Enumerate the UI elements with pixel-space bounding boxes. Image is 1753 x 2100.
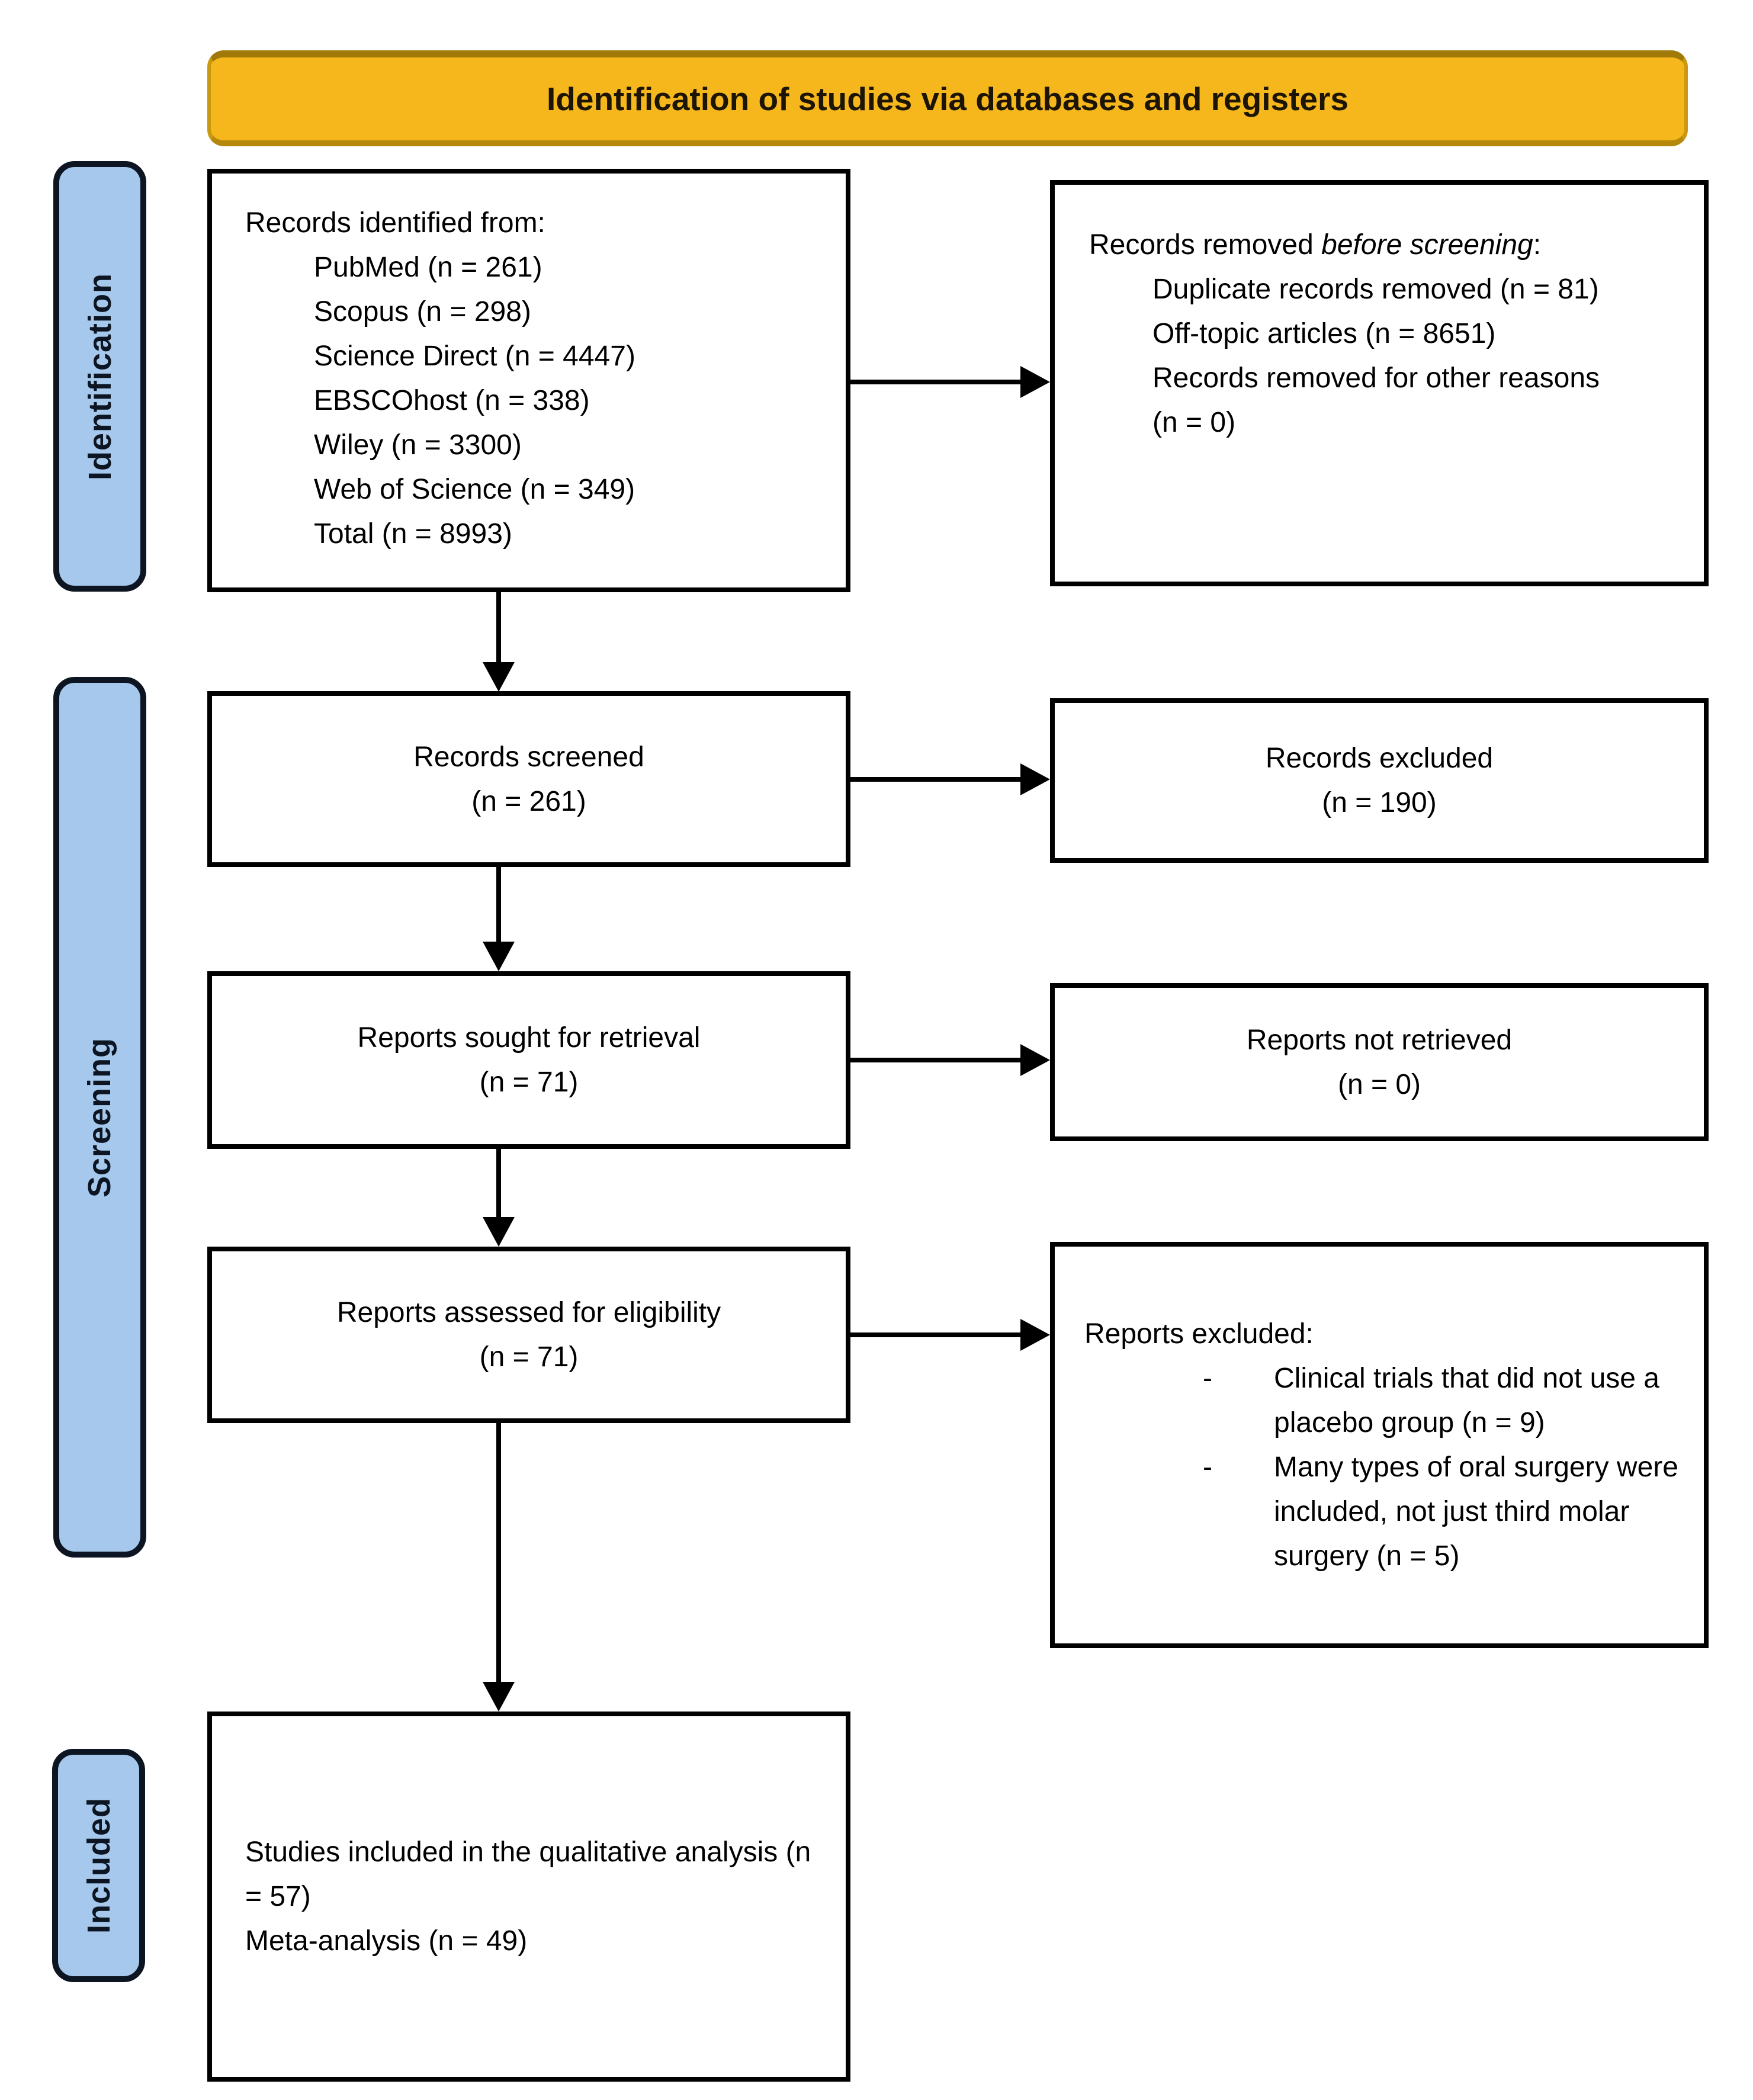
arrow-shaft [496,867,501,943]
reports-not-retrieved-line1: Reports not retrieved [1246,1024,1513,1056]
records-excluded-line1: Records excluded [1265,743,1494,774]
arrow-shaft [496,1423,501,1683]
records-removed-heading: Records removed before screening: [1089,223,1575,267]
records-removed-item: Off-topic articles (n = 8651) [1152,318,1496,349]
arrow-shaft [496,592,501,664]
stage-screening-label: Screening [82,1037,118,1197]
records-screened-line2: (n = 261) [471,785,586,817]
records-removed-heading-pre: Records removed [1089,229,1322,261]
reports-excluded-item: - Many types of oral surgery were includ… [1203,1445,1700,1578]
records-removed-item: Records removed for other reasons (n = 0… [1152,362,1600,438]
reports-excluded-heading: Reports excluded: [1084,1318,1314,1350]
studies-included-line1: Studies included in the qualitative anal… [245,1836,811,1912]
records-removed-item: Duplicate records removed (n = 81) [1152,274,1599,305]
box-records-screened: Records screened (n = 261) [207,691,850,867]
dash-bullet: - [1203,1363,1212,1394]
arrow-head-right-icon [1020,366,1050,398]
arrow-right-screened-to-excluded [850,763,1050,795]
reports-assessed-line1: Reports assessed for eligibility [336,1297,721,1328]
box-reports-assessed: Reports assessed for eligibility (n = 71… [207,1247,850,1423]
dash-bullet: - [1203,1452,1212,1483]
reports-sought-line2: (n = 71) [479,1067,579,1098]
reports-sought-line1: Reports sought for retrieval [357,1022,701,1054]
records-identified-item: Web of Science (n = 349) [314,474,635,505]
box-reports-excluded: Reports excluded: - Clinical trials that… [1050,1242,1709,1648]
arrow-right-sought-to-notretrieved [850,1044,1050,1076]
records-identified-item: Wiley (n = 3300) [314,429,522,461]
arrow-head-down-icon [483,942,515,971]
records-excluded-line2: (n = 190) [1322,787,1437,818]
box-records-identified: Records identified from: PubMed (n = 261… [207,169,850,592]
studies-included-line2: Meta-analysis (n = 49) [245,1925,528,1957]
arrow-right-assessed-to-reportsexcluded [850,1319,1050,1351]
stage-identification-label: Identification [82,272,118,480]
box-records-removed: Records removed before screening: Duplic… [1050,180,1709,586]
arrow-shaft [850,1332,1022,1337]
reports-excluded-item-text: Many types of oral surgery were included… [1274,1452,1678,1572]
arrow-shaft [850,777,1022,782]
arrow-head-down-icon [483,1682,515,1712]
stage-included: Included [52,1749,145,1982]
records-identified-heading: Records identified from: [245,207,545,239]
stage-identification: Identification [53,161,146,592]
arrow-head-down-icon [483,662,515,692]
box-reports-not-retrieved: Reports not retrieved (n = 0) [1050,983,1709,1141]
arrow-shaft [496,1149,501,1218]
records-identified-item: Science Direct (n = 4447) [314,341,635,372]
arrow-down-identified-to-screened [483,592,515,692]
records-identified-item: Scopus (n = 298) [314,296,531,327]
arrow-right-identified-to-removed [850,366,1050,398]
arrow-down-screened-to-sought [483,867,515,971]
arrow-shaft [850,1058,1022,1062]
arrow-head-right-icon [1020,1319,1050,1351]
records-removed-heading-post: : [1533,229,1542,261]
stage-screening: Screening [53,677,146,1558]
arrow-down-assessed-to-included [483,1423,515,1712]
records-identified-item: EBSCOhost (n = 338) [314,385,590,416]
reports-not-retrieved-line2: (n = 0) [1337,1068,1421,1100]
arrow-down-sought-to-assessed [483,1149,515,1247]
records-screened-line1: Records screened [413,741,644,773]
box-reports-sought: Reports sought for retrieval (n = 71) [207,971,850,1149]
arrow-head-right-icon [1020,763,1050,795]
banner: Identification of studies via databases … [207,50,1688,146]
reports-excluded-item-text: Clinical trials that did not use a place… [1274,1363,1659,1438]
arrow-head-right-icon [1020,1044,1050,1076]
reports-assessed-line2: (n = 71) [479,1341,579,1373]
box-studies-included: Studies included in the qualitative anal… [207,1712,850,2082]
banner-title: Identification of studies via databases … [547,81,1349,117]
arrow-shaft [850,380,1022,384]
records-identified-item: PubMed (n = 261) [314,252,542,283]
records-identified-item: Total (n = 8993) [314,518,512,550]
arrow-head-down-icon [483,1217,515,1247]
stage-included-label: Included [81,1797,117,1934]
box-records-excluded: Records excluded (n = 190) [1050,698,1709,863]
records-removed-heading-italic: before screening [1321,229,1533,261]
reports-excluded-item: - Clinical trials that did not use a pla… [1203,1356,1700,1445]
